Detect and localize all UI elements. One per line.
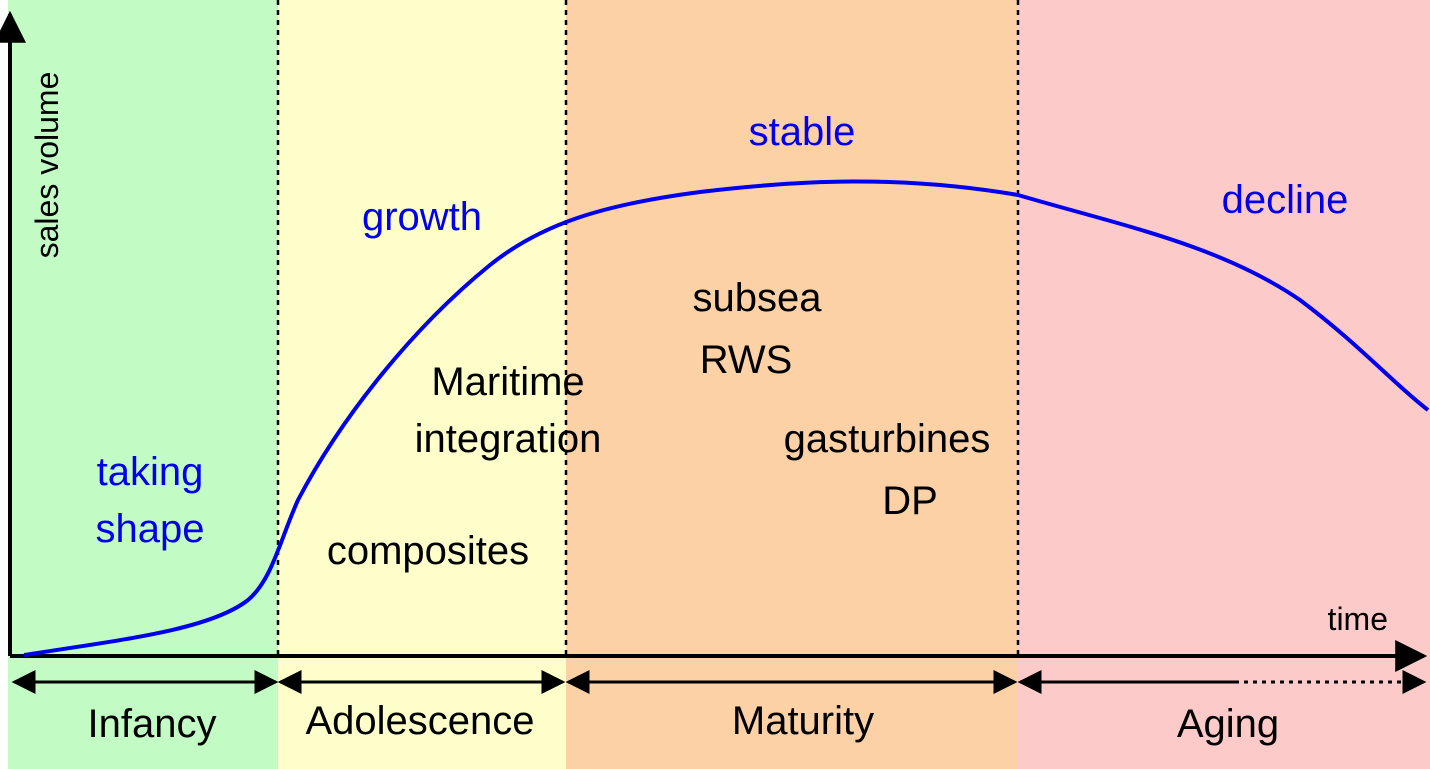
curve-label-taking-line1: taking — [97, 450, 204, 494]
phase-band-maturity — [566, 0, 1018, 769]
curve-label-stable: stable — [749, 110, 856, 154]
lifecycle-curve — [23, 179, 1430, 657]
phase-band-aging — [1018, 0, 1430, 769]
curve-label-decline: decline — [1222, 178, 1349, 222]
item-maritime-line2: integration — [415, 417, 602, 461]
item-subsea: subsea — [693, 276, 823, 320]
phase-label-aging: Aging — [1177, 702, 1279, 746]
item-rws: RWS — [700, 338, 793, 382]
phase-label-adolescence: Adolescence — [305, 699, 534, 743]
phase-band-adolescence — [278, 0, 566, 769]
x-axis-label: time — [1328, 601, 1388, 637]
item-composites: composites — [327, 529, 529, 573]
item-dp: DP — [882, 479, 938, 523]
phase-label-infancy: Infancy — [88, 702, 217, 746]
phase-band-infancy — [8, 0, 278, 769]
curve-label-growth: growth — [362, 195, 482, 239]
y-axis-label: sales volume — [29, 72, 65, 259]
curve-label-taking-line2: shape — [96, 507, 205, 551]
item-maritime-line1: Maritime — [431, 360, 584, 404]
item-gasturbines: gasturbines — [784, 417, 991, 461]
phase-label-maturity: Maturity — [732, 699, 874, 743]
